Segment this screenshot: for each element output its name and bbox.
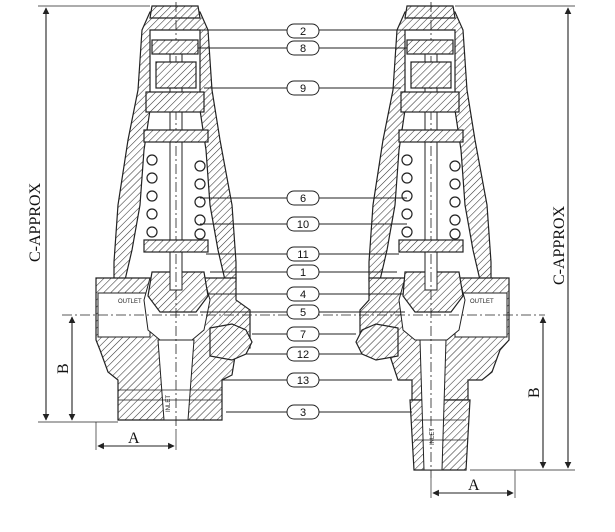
callout-1: 1	[286, 264, 320, 280]
svg-text:8: 8	[300, 43, 306, 55]
callout-12: 12	[286, 346, 320, 362]
right-b-label: B	[526, 387, 543, 398]
callout-7: 7	[286, 326, 320, 342]
right-valve: OUTLET INLET	[305, 2, 545, 478]
left-b-label: B	[55, 363, 72, 374]
svg-text:5: 5	[300, 307, 306, 319]
callout-11: 11	[286, 246, 320, 262]
callout-10: 10	[286, 216, 320, 232]
right-c-approx-label: C-APPROX	[551, 205, 568, 285]
left-valve: OUTLET INLET	[62, 2, 300, 430]
svg-text:6: 6	[300, 193, 306, 205]
left-outlet-label: OUTLET	[118, 299, 142, 305]
right-spring	[401, 154, 461, 240]
left-c-approx-label: C-APPROX	[27, 182, 44, 262]
svg-text:10: 10	[297, 219, 309, 231]
dimensions: C-APPROX B A C-APPROX B A	[27, 5, 575, 498]
svg-text:13: 13	[297, 375, 309, 387]
callout-3: 3	[286, 404, 320, 420]
svg-text:3: 3	[300, 407, 306, 419]
right-outlet-label: OUTLET	[470, 299, 494, 305]
svg-text:4: 4	[300, 289, 306, 301]
svg-text:7: 7	[300, 329, 306, 341]
right-inlet-label: INLET	[430, 428, 436, 445]
svg-text:1: 1	[300, 267, 306, 279]
svg-text:9: 9	[300, 83, 306, 95]
right-a-label: A	[468, 477, 480, 494]
left-a-label: A	[128, 430, 140, 447]
callout-6: 6	[286, 190, 320, 206]
callout-2: 2	[286, 23, 320, 39]
callout-bubbles: 2 8 9 6 10 11 1 4 5 7 12 13 3	[286, 23, 320, 420]
callout-13: 13	[286, 372, 320, 388]
svg-text:12: 12	[297, 349, 309, 361]
svg-text:2: 2	[300, 26, 306, 38]
callout-4: 4	[286, 286, 320, 302]
left-inlet-label: INLET	[166, 395, 172, 412]
svg-text:11: 11	[297, 249, 308, 261]
callout-9: 9	[286, 80, 320, 96]
callout-5: 5	[286, 304, 320, 320]
left-spring	[146, 154, 206, 240]
callout-8: 8	[286, 40, 320, 56]
